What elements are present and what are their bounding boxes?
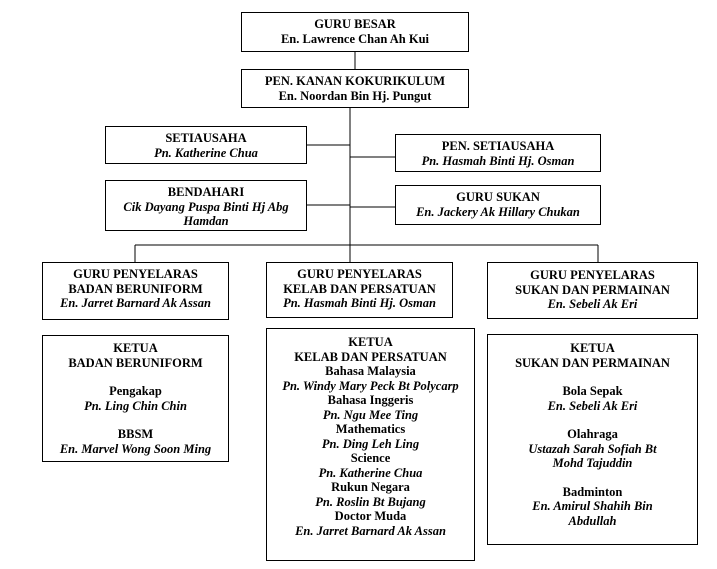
coord-uniform-title-1: GURU PENYELARAS (73, 267, 198, 281)
lead-clubs-box: KETUA KELAB DAN PERSATUAN Bahasa Malaysi… (266, 328, 475, 561)
lead-sports-leader: En. Sebeli Ak Eri (547, 398, 638, 413)
coordinator-title: PEN. KANAN KOKURIKULUM (264, 74, 446, 88)
lead-sports-leader: En. Amirul Shahih Bin Abdullah (532, 499, 653, 528)
lead-sports-title-2: SUKAN DAN PERMAINAN (515, 355, 670, 370)
lead-sports-unit: Badminton (562, 484, 623, 499)
lead-clubs-leader: En. Jarret Barnard Ak Assan (295, 523, 446, 538)
lead-uniform-unit: Pengakap (109, 384, 162, 398)
lead-uniform-leader: En. Marvel Wong Soon Ming (59, 441, 212, 456)
asst-secretary-title: PEN. SETIAUSAHA (441, 139, 555, 153)
coord-clubs-title-2: KELAB DAN PERSATUAN (283, 281, 436, 296)
coord-sports-name: En. Sebeli Ak Eri (547, 297, 638, 311)
secretary-title: SETIAUSAHA (165, 131, 247, 145)
lead-clubs-leader: Pn. Ngu Mee Ting (322, 407, 419, 422)
lead-clubs-unit: Doctor Muda (334, 509, 407, 523)
head-title: GURU BESAR (314, 17, 396, 31)
lead-sports-box: KETUA SUKAN DAN PERMAINAN Bola Sepak En.… (487, 334, 698, 545)
coord-sports-title-1: GURU PENYELARAS (530, 268, 655, 282)
lead-sports-leader: Ustazah Sarah Sofiah Bt Mohd Tajuddin (528, 441, 657, 471)
lead-clubs-leader: Pn. Katherine Chua (318, 465, 423, 480)
head-name: En. Lawrence Chan Ah Kui (280, 31, 430, 46)
lead-clubs-unit: Bahasa Inggeris (327, 393, 414, 407)
coord-uniform-title-2: BADAN BERUNIFORM (68, 281, 203, 296)
coord-clubs-box: GURU PENYELARAS KELAB DAN PERSATUAN Pn. … (266, 262, 453, 318)
lead-sports-unit: Olahraga (567, 427, 618, 441)
lead-sports-title-1: KETUA (570, 341, 615, 355)
lead-uniform-title-1: KETUA (113, 341, 158, 355)
lead-clubs-leader: Pn. Roslin Bt Bujang (315, 494, 426, 509)
asst-secretary-name: Pn. Hasmah Binti Hj. Osman (421, 153, 575, 168)
lead-clubs-title-2: KELAB DAN PERSATUAN (294, 349, 447, 364)
lead-clubs-leader: Pn. Windy Mary Peck Bt Polycarp (282, 378, 459, 393)
lead-clubs-unit: Science (350, 451, 391, 465)
lead-clubs-unit: Bahasa Malaysia (325, 364, 416, 378)
sports-teacher-name: En. Jackery Ak Hillary Chukan (416, 204, 580, 219)
secretary-box: SETIAUSAHA Pn. Katherine Chua (105, 126, 307, 164)
lead-uniform-box: KETUA BADAN BERUNIFORM Pengakap Pn. Ling… (42, 335, 229, 462)
asst-secretary-box: PEN. SETIAUSAHA Pn. Hasmah Binti Hj. Osm… (395, 134, 601, 172)
coordinator-name: En. Noordan Bin Hj. Pungut (278, 88, 432, 103)
coord-clubs-name: Pn. Hasmah Binti Hj. Osman (283, 296, 436, 310)
treasurer-box: BENDAHARI Cik Dayang Puspa Binti Hj Abg … (105, 180, 307, 231)
coordinator-box: PEN. KANAN KOKURIKULUM En. Noordan Bin H… (241, 69, 469, 108)
lead-clubs-leader: Pn. Ding Leh Ling (321, 436, 420, 451)
secretary-name: Pn. Katherine Chua (154, 145, 258, 160)
treasurer-name: Cik Dayang Puspa Binti Hj Abg Hamdan (123, 199, 289, 229)
lead-clubs-title-1: KETUA (348, 335, 393, 349)
treasurer-title: BENDAHARI (167, 185, 245, 199)
lead-clubs-unit: Mathematics (335, 422, 406, 436)
coord-sports-title-2: SUKAN DAN PERMAINAN (515, 282, 670, 297)
lead-sports-unit: Bola Sepak (562, 384, 623, 398)
coord-clubs-title-1: GURU PENYELARAS (297, 267, 422, 281)
lead-uniform-leader: Pn. Ling Chin Chin (84, 398, 187, 413)
coord-uniform-name: En. Jarret Barnard Ak Assan (60, 296, 211, 310)
coord-sports-box: GURU PENYELARAS SUKAN DAN PERMAINAN En. … (487, 262, 698, 319)
lead-uniform-title-2: BADAN BERUNIFORM (68, 355, 203, 370)
sports-teacher-box: GURU SUKAN En. Jackery Ak Hillary Chukan (395, 185, 601, 225)
head-box: GURU BESAR En. Lawrence Chan Ah Kui (241, 12, 469, 52)
lead-uniform-unit: BBSM (117, 427, 154, 441)
sports-teacher-title: GURU SUKAN (456, 190, 540, 204)
coord-uniform-box: GURU PENYELARAS BADAN BERUNIFORM En. Jar… (42, 262, 229, 320)
lead-clubs-unit: Rukun Negara (331, 480, 410, 494)
